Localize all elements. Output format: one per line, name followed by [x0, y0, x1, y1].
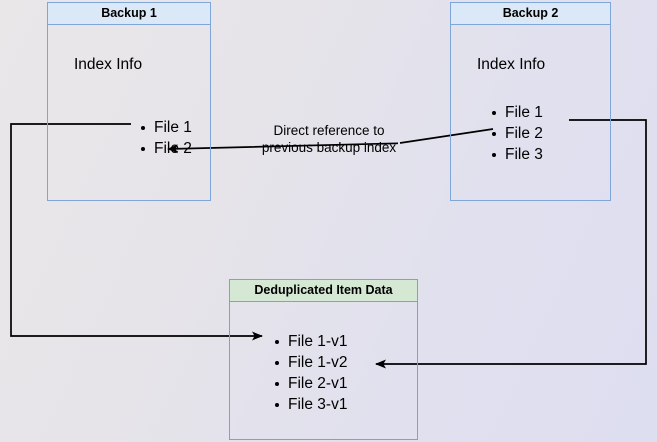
node-backup-2-item-list: File 1 File 2 File 3	[491, 102, 543, 165]
list-item: File 2	[491, 123, 543, 144]
connector-label-line-2: previous backup index	[261, 140, 397, 155]
node-backup-1-item-list: File 1 File 2	[140, 117, 192, 159]
node-deduplicated-item-data[interactable]: Deduplicated Item Data File 1-v1 File 1-…	[229, 279, 418, 440]
list-item: File 2	[140, 138, 192, 159]
node-deduplicated-item-data-item-list: File 1-v1 File 1-v2 File 2-v1 File 3-v1	[274, 331, 347, 415]
list-item: File 1	[491, 102, 543, 123]
list-item: File 3	[491, 144, 543, 165]
list-item: File 1	[140, 117, 192, 138]
list-item: File 1-v1	[274, 331, 347, 352]
node-backup-1-body: Index Info File 1 File 2	[48, 25, 210, 200]
list-item: File 2-v1	[274, 373, 347, 394]
node-backup-2-header: Backup 2	[451, 3, 610, 25]
node-deduplicated-item-data-header: Deduplicated Item Data	[230, 280, 417, 302]
node-backup-2[interactable]: Backup 2 Index Info File 1 File 2 File 3	[450, 2, 611, 201]
node-backup-2-body: Index Info File 1 File 2 File 3	[451, 25, 610, 200]
node-backup-2-subtitle: Index Info	[477, 56, 546, 73]
node-backup-1-header: Backup 1	[48, 3, 210, 25]
connector-label-line-1: Direct reference to	[273, 123, 385, 138]
list-item: File 3-v1	[274, 394, 347, 415]
node-backup-1[interactable]: Backup 1 Index Info File 1 File 2	[47, 2, 211, 201]
node-backup-1-subtitle: Index Info	[74, 56, 143, 73]
list-item: File 1-v2	[274, 352, 347, 373]
connector-label-direct-reference: Direct reference to previous backup inde…	[254, 122, 404, 156]
node-deduplicated-item-data-body: File 1-v1 File 1-v2 File 2-v1 File 3-v1	[230, 302, 417, 439]
